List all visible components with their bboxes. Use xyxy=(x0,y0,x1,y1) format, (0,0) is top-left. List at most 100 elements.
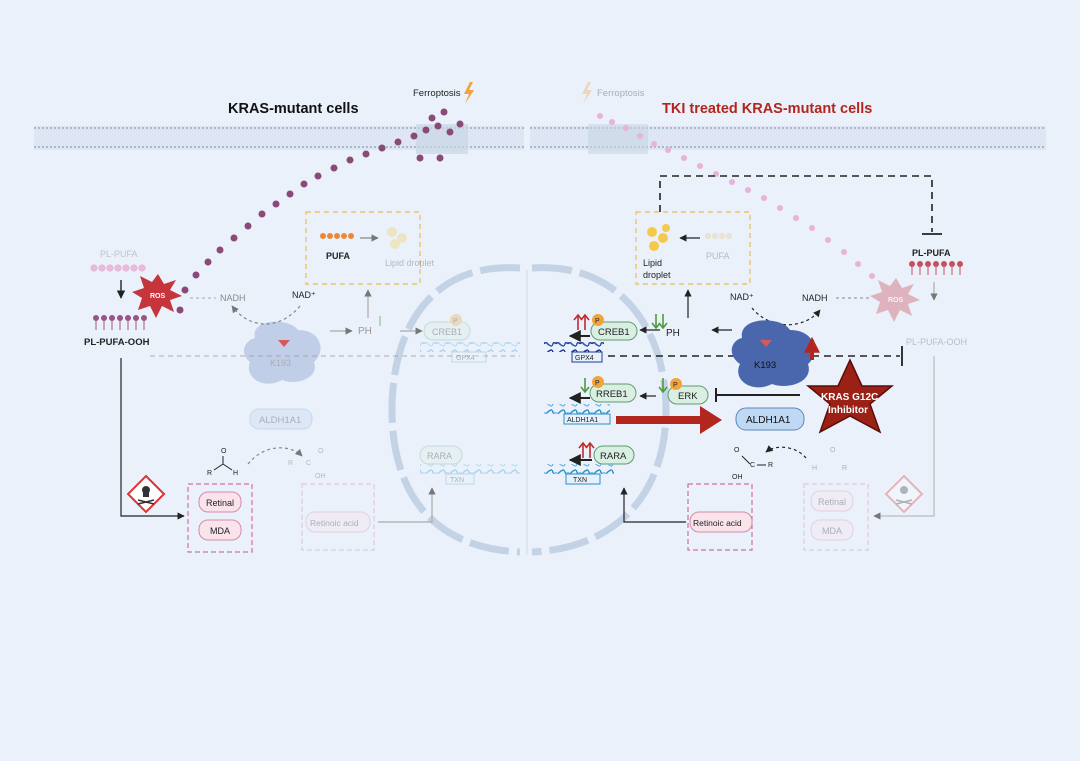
right-title: TKI treated KRAS-mutant cells xyxy=(662,101,872,117)
right-gpx4-box xyxy=(571,351,603,363)
right-pufa-box xyxy=(635,211,751,285)
svg-text:R: R xyxy=(842,465,847,472)
ros-burst-icon: ROS xyxy=(132,274,182,318)
lightning-icon xyxy=(464,82,474,104)
svg-text:C: C xyxy=(750,462,755,469)
left-pl-pufa-ooh: PL-PUFA-OOH xyxy=(84,315,150,348)
left-retinoic-acid: Retinoic acid xyxy=(301,483,375,551)
left-nadh: NADH xyxy=(220,293,246,303)
right-aldh1a1-gene: ALDH1A1 xyxy=(567,417,598,424)
green-down-arrows-ph xyxy=(651,314,668,330)
right-skull-hazard-icon xyxy=(884,474,924,514)
left-aldehyde-structure: O R H xyxy=(207,448,238,477)
red-up-arrows-creb1 xyxy=(573,313,590,330)
svg-text:H: H xyxy=(812,465,817,472)
svg-text:P: P xyxy=(453,318,458,325)
pufa-icon xyxy=(320,233,354,239)
svg-text:Ferroptosis: Ferroptosis xyxy=(597,88,645,99)
inhibitor-label-2: Inhibitor xyxy=(828,405,868,416)
right-pl-pufa: PL-PUFA xyxy=(909,248,963,275)
svg-text:P: P xyxy=(595,380,600,387)
svg-text:TXN: TXN xyxy=(450,477,464,484)
big-red-arrow xyxy=(616,406,722,434)
svg-text:R: R xyxy=(288,460,293,467)
left-rara: RARA TXN xyxy=(419,445,520,485)
right-retinoic-acid-badge xyxy=(689,511,753,533)
left-title: KRAS-mutant cells xyxy=(228,101,359,117)
right-toxic-box: Retinal MDA xyxy=(803,483,869,551)
left-retinal-label: Retinal xyxy=(206,498,234,508)
inhibitor-label-1: KRAS G12C xyxy=(821,392,878,403)
svg-text:ROS: ROS xyxy=(150,293,166,300)
svg-text:RARA: RARA xyxy=(600,451,627,462)
svg-text:K193: K193 xyxy=(754,360,776,371)
svg-text:droplet: droplet xyxy=(643,270,671,280)
right-gpx4: GPX4 xyxy=(575,355,594,362)
svg-text:ROS: ROS xyxy=(888,297,904,304)
right-aldehyde-structure: O H R xyxy=(812,447,847,472)
left-carboxyl-structure: O R C OH xyxy=(288,448,326,480)
left-k193-protein: K193 xyxy=(243,321,321,384)
star-inhibitor-icon: KRAS G12C Inhibitor xyxy=(805,358,895,434)
cell-membrane xyxy=(34,124,1046,154)
svg-text:P: P xyxy=(595,318,600,325)
lipid-trail-left xyxy=(176,108,464,314)
lipid-trail-right xyxy=(597,113,875,279)
skull-hazard-icon xyxy=(126,474,166,514)
svg-text:P: P xyxy=(673,382,678,389)
left-ph: PH xyxy=(358,326,372,337)
left-pufa-box xyxy=(305,211,421,285)
left-nad: NAD⁺ xyxy=(292,290,316,300)
svg-text:O: O xyxy=(318,448,324,455)
right-retinoic-acid-label: Retinoic acid xyxy=(693,518,742,528)
right-rreb1: RREB1 P xyxy=(589,376,637,403)
svg-text:K193: K193 xyxy=(270,358,291,368)
svg-text:PL-PUFA-OOH: PL-PUFA-OOH xyxy=(906,337,967,347)
svg-text:OH: OH xyxy=(732,474,743,481)
right-txn: TXN xyxy=(573,477,587,484)
svg-text:MDA: MDA xyxy=(822,526,842,536)
right-lipid-droplet: Lipid droplet xyxy=(643,224,671,280)
svg-text:Retinoic acid: Retinoic acid xyxy=(310,518,359,528)
svg-text:RREB1: RREB1 xyxy=(596,389,628,400)
svg-text:ALDH1A1: ALDH1A1 xyxy=(259,415,301,426)
pl-pufa-label: PL-PUFA xyxy=(100,249,138,259)
svg-text:O: O xyxy=(830,447,836,454)
right-aldh1a1-badge xyxy=(735,407,805,431)
pl-pufa-ooh-label: PL-PUFA-OOH xyxy=(84,337,150,348)
right-retinoic-box xyxy=(687,483,753,551)
right-pl-pufa-ooh: PL-PUFA-OOH xyxy=(906,337,967,347)
svg-text:RARA: RARA xyxy=(427,451,452,461)
right-nadh: NADH xyxy=(802,293,828,303)
left-mda-label: MDA xyxy=(210,526,230,536)
right-creb1: CREB1 P xyxy=(590,314,638,341)
right-erk: ERK P xyxy=(667,378,709,405)
right-ferroptosis: Ferroptosis xyxy=(582,82,645,104)
nucleus-envelope-right xyxy=(531,264,670,556)
svg-text:C: C xyxy=(306,460,311,467)
left-retinal-badge xyxy=(198,491,242,513)
right-k193-protein: K193 xyxy=(731,320,815,388)
svg-text:Retinal: Retinal xyxy=(818,497,846,507)
right-nad: NAD⁺ xyxy=(730,292,754,302)
phosphate-icon xyxy=(592,314,604,326)
nucleus-envelope-left xyxy=(388,264,521,556)
right-pufa: PUFA xyxy=(705,233,732,261)
left-pufa-label: PUFA xyxy=(326,251,351,261)
svg-text:CREB1: CREB1 xyxy=(598,327,630,338)
left-toxic-box xyxy=(187,483,253,553)
right-ph: PH xyxy=(666,328,680,339)
svg-text:OH: OH xyxy=(315,473,326,480)
left-aldh1a1: ALDH1A1 xyxy=(249,408,313,430)
right-rara: RARA xyxy=(593,445,635,465)
svg-text:PL-PUFA: PL-PUFA xyxy=(912,248,951,258)
svg-text:GPX4: GPX4 xyxy=(456,355,475,362)
right-carboxyl-structure: O C R OH xyxy=(732,447,773,481)
right-aldh1a1-label: ALDH1A1 xyxy=(746,415,791,426)
svg-text:R: R xyxy=(207,470,212,477)
right-ros-burst: ROS xyxy=(870,278,920,322)
left-creb1: CREB1 P GPX4 xyxy=(420,314,520,363)
inhibition-loop xyxy=(659,175,933,232)
